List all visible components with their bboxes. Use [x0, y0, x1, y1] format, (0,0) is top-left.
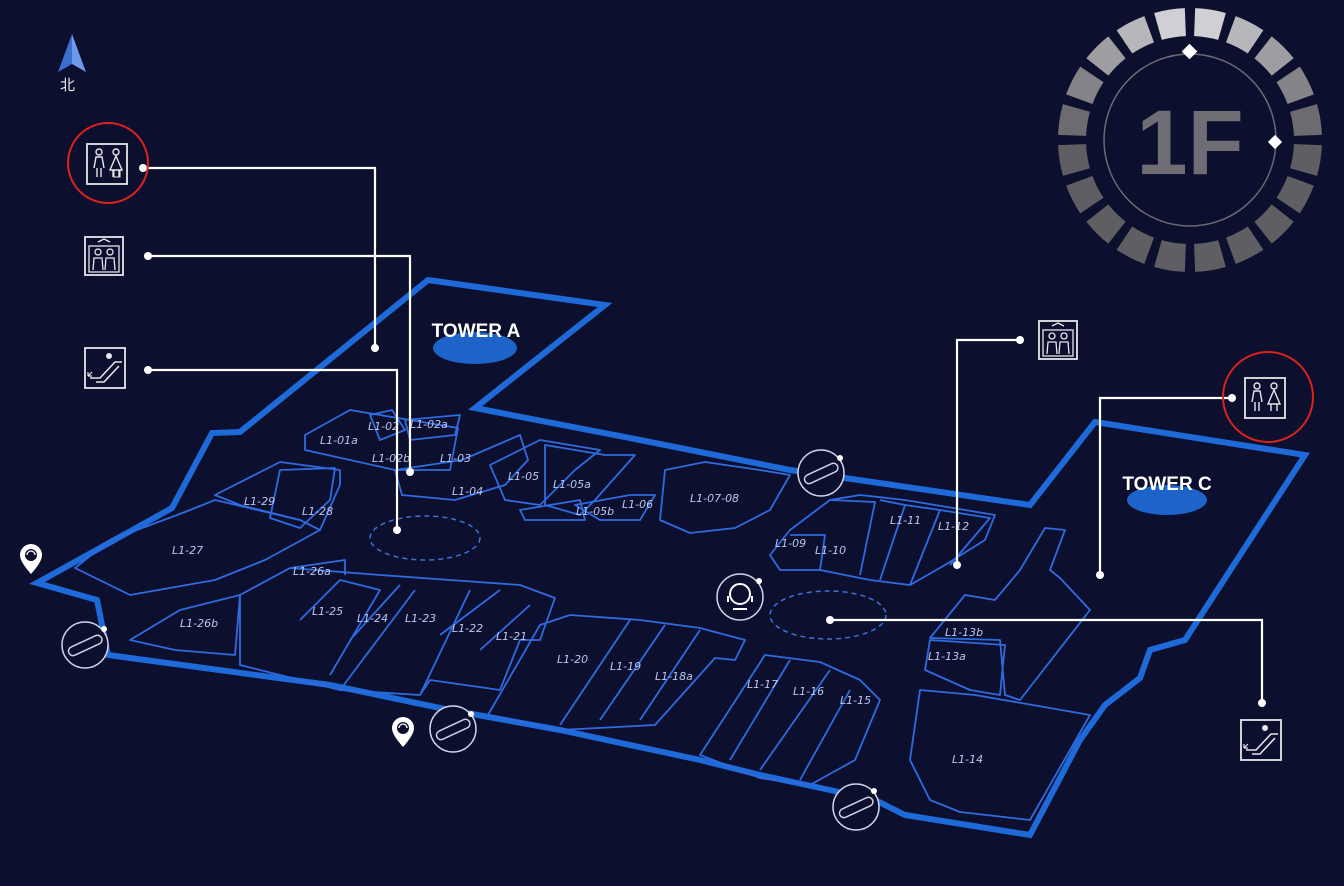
north-arrow-icon [58, 34, 86, 72]
floor-dial-marker [1181, 43, 1198, 60]
shop-label: L1-15 [840, 694, 871, 707]
shop-label: L1-17 [747, 678, 778, 691]
shop-label: L1-21 [496, 630, 527, 643]
shop-label: L1-24 [357, 612, 388, 625]
floor-dial-segment [1058, 144, 1090, 176]
restroom-icon[interactable] [67, 122, 149, 204]
shop-label: L1-12 [938, 520, 969, 533]
leader-lines [143, 166, 1264, 703]
tower-a[interactable]: TOWER A [432, 321, 521, 364]
floor-dial-segment [1290, 104, 1322, 136]
leader-dots [139, 164, 1266, 707]
shop-label: L1-11 [890, 514, 921, 527]
floor-dial-segment [1066, 66, 1104, 105]
shop-label: L1-28 [302, 505, 333, 518]
floor-dial-segment [1254, 204, 1294, 244]
shop-label: L1-19 [610, 660, 641, 673]
building-outline [29, 276, 1311, 839]
entrance-icon[interactable] [797, 449, 845, 497]
shop-label: L1-27 [172, 544, 203, 557]
shop-label: L1-03 [440, 452, 471, 465]
shop-label: L1-25 [312, 605, 343, 618]
shop-label: L1-14 [952, 753, 983, 766]
highlight-ring [1222, 351, 1314, 443]
floor-dial-segment [1276, 175, 1314, 214]
floor-dial-segment [1254, 36, 1294, 76]
tower-a-marker [433, 332, 517, 364]
shop-label: L1-05 [508, 470, 539, 483]
shop-outlines [74, 409, 1091, 821]
shop-label: L1-02 [368, 420, 399, 433]
floor-dial-segment [1194, 8, 1226, 40]
north-compass: 北 [58, 34, 86, 94]
restroom-icon[interactable] [1222, 351, 1314, 443]
location-pin-icon[interactable] [392, 717, 414, 747]
escalator-icon[interactable] [84, 347, 126, 389]
floor-dial-segment [1194, 240, 1226, 272]
entrance-icon[interactable] [832, 783, 880, 831]
atrium-east [769, 590, 887, 640]
shop-label: L1-05a [553, 478, 591, 491]
elevator-icon[interactable] [1038, 320, 1078, 360]
floor-dial-segment [1058, 104, 1090, 136]
floor-dial-segment [1225, 16, 1264, 54]
shop-label: L1-13a [928, 650, 966, 663]
shop-label: L1-26a [293, 565, 331, 578]
floor-dial-segment [1225, 226, 1264, 264]
tower-a-label: TOWER A [432, 321, 521, 342]
shop-labels: L1-01a L1-02 L1-02a L1-02b L1-03 L1-04 L… [172, 418, 983, 766]
shop-label: L1-23 [405, 612, 436, 625]
shop-label: L1-22 [452, 622, 483, 635]
floor-dial-segment [1086, 36, 1126, 76]
tower-c-label: TOWER C [1122, 474, 1212, 495]
tower-c-marker [1127, 485, 1207, 515]
floor-dial-segment [1276, 66, 1314, 105]
tower-c[interactable]: TOWER C [1122, 474, 1212, 515]
floor-dial-marker [1267, 134, 1283, 150]
floor-dial-segment [1116, 16, 1155, 54]
shop-label: L1-10 [815, 544, 846, 557]
service-desk-icon[interactable] [716, 573, 764, 621]
location-pin-icon[interactable] [20, 544, 42, 574]
shop-label: L1-16 [793, 685, 824, 698]
shop-label: L1-26b [180, 617, 218, 630]
floor-dial-segment [1066, 175, 1104, 214]
shop-label: L1-09 [775, 537, 806, 550]
highlight-ring [67, 122, 149, 204]
floor-dial-segment [1116, 226, 1155, 264]
shop-label: L1-13b [945, 626, 983, 639]
shop-label: L1-20 [557, 653, 588, 666]
floor-dial-segment [1154, 8, 1186, 40]
floor-dial-segments [1058, 8, 1322, 272]
shop-label: L1-05b [576, 505, 614, 518]
floor-dial-segment [1086, 204, 1126, 244]
shop-label: L1-02b [372, 452, 410, 465]
floor-dial-segment [1154, 240, 1186, 272]
elevator-icon[interactable] [84, 236, 124, 276]
entrance-icon[interactable] [429, 705, 477, 753]
shop-label: L1-06 [622, 498, 653, 511]
shop-label: L1-01a [320, 434, 358, 447]
floor-dial-segment [1290, 144, 1322, 176]
atrium-west [369, 515, 481, 561]
shop-label: L1-18a [655, 670, 693, 683]
north-label: 北 [60, 76, 75, 94]
shop-label: L1-29 [244, 495, 275, 508]
entrance-icon[interactable] [61, 621, 109, 669]
floor-dial[interactable]: 1F [1058, 8, 1322, 272]
shop-label: L1-07-08 [690, 492, 739, 505]
shop-label: L1-04 [452, 485, 483, 498]
floor-label: 1F [1136, 92, 1243, 194]
shop-label: L1-02a [410, 418, 448, 431]
escalator-icon[interactable] [1240, 719, 1282, 761]
